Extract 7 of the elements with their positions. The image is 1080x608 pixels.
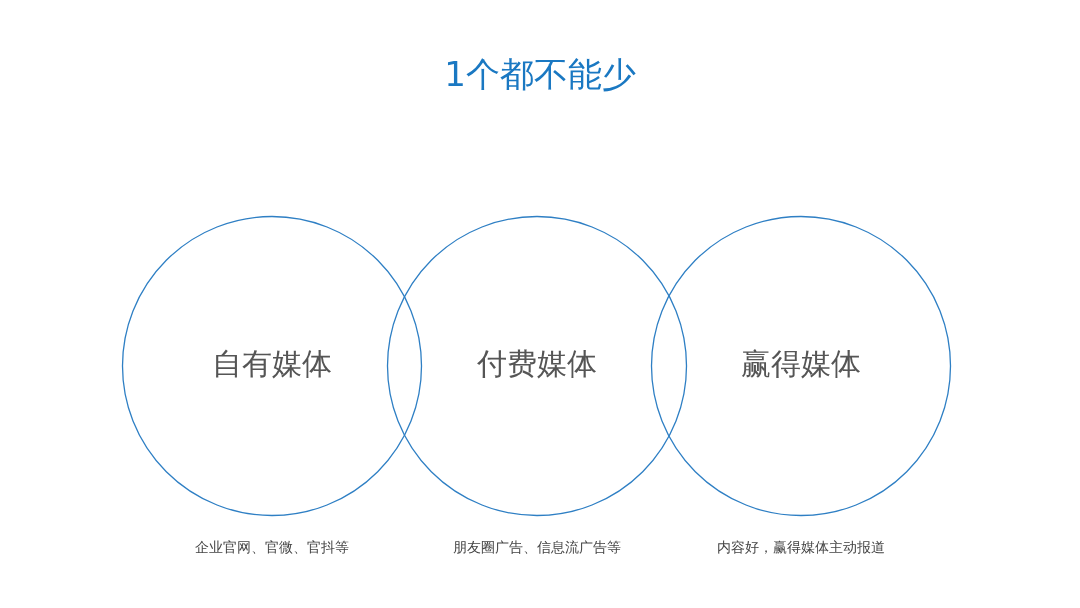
circle-label: 赢得媒体	[740, 345, 862, 383]
node-label: 朋友圈广告、信息流广告等	[452, 539, 622, 557]
title: 1个都不能少	[443, 53, 637, 96]
node-label: 企业官网、官微、官抖等	[194, 539, 350, 557]
circle-label: 自有媒体	[211, 345, 333, 383]
node-label: 内容好，赢得媒体主动报道	[716, 539, 886, 557]
circle-label: 付费媒体	[476, 345, 598, 383]
